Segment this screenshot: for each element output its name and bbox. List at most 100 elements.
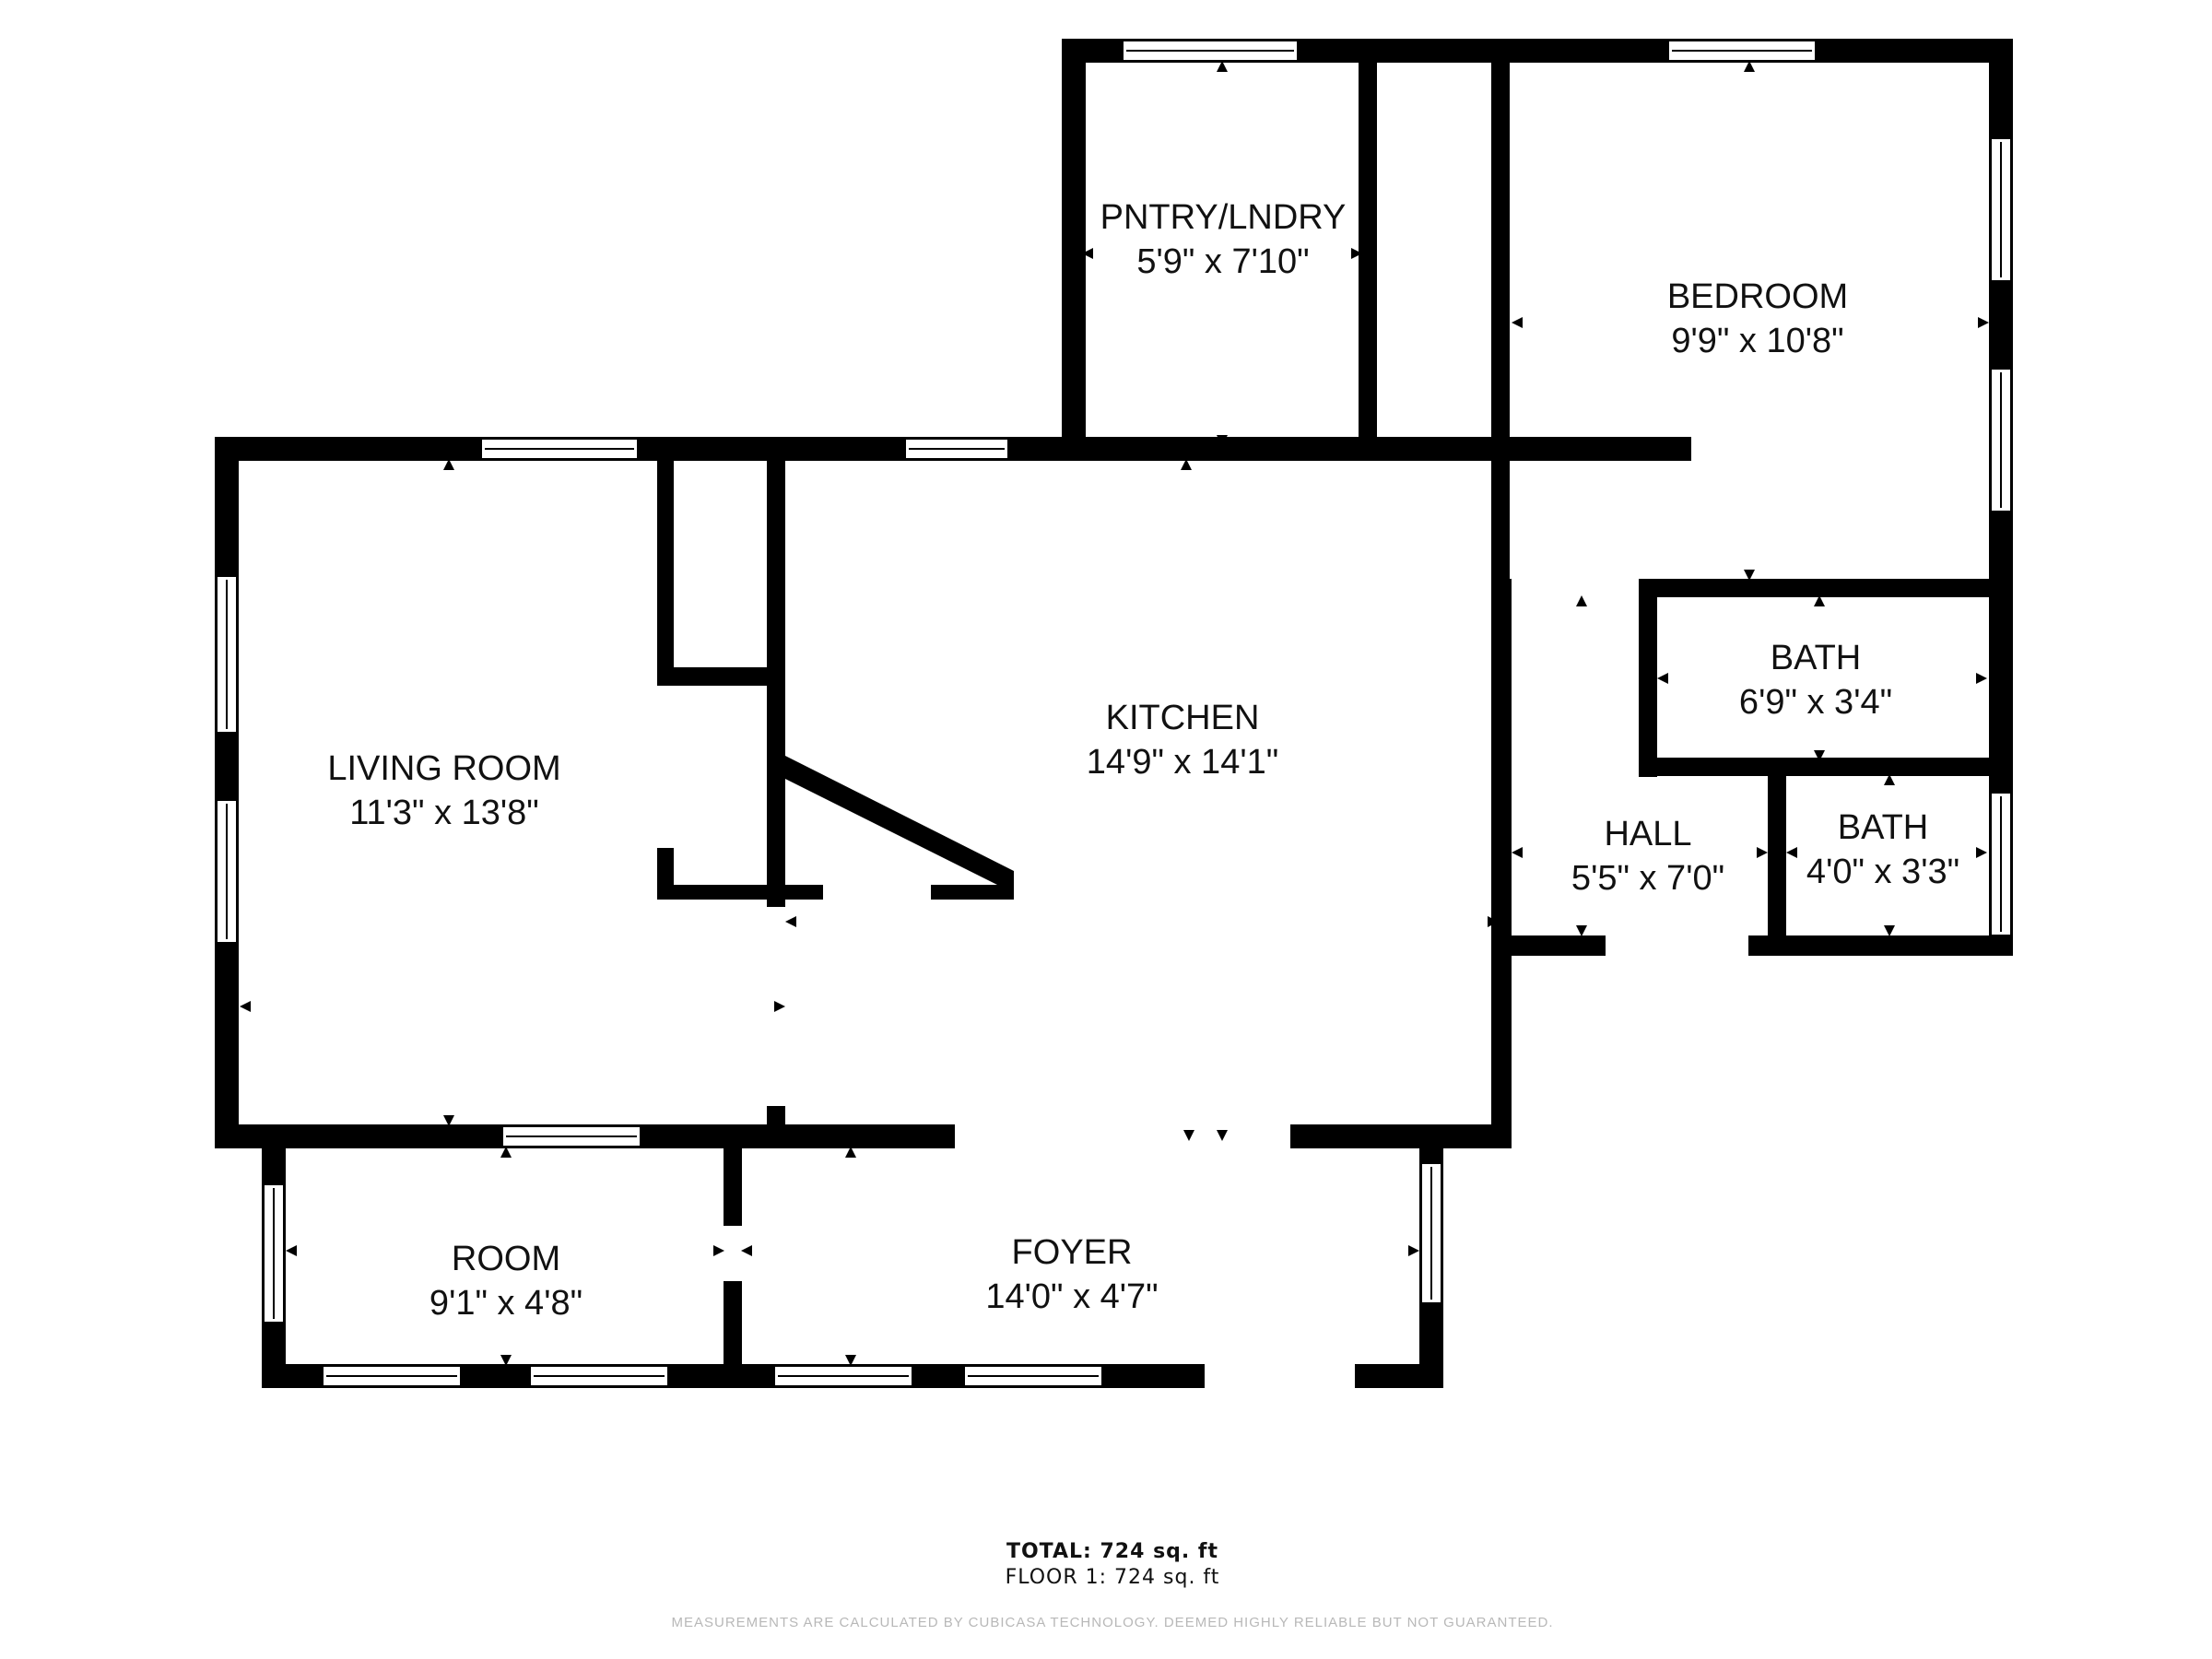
dimension-arrow-icon: [1408, 1245, 1419, 1256]
room-dimensions: 11'3" x 13'8": [349, 794, 539, 832]
wall-segment: [657, 667, 768, 686]
room-dimensions: 6'9" x 3'4": [1738, 683, 1893, 722]
total-area: TOTAL: 724 sq. ft: [1006, 1540, 1219, 1563]
disclaimer: MEASUREMENTS ARE CALCULATED BY CUBICASA …: [671, 1615, 1554, 1630]
counter-wall: [785, 756, 1014, 885]
wall-segment: [657, 437, 674, 669]
dimension-arrow-icon: [1884, 774, 1895, 785]
room-label-kitchen: KITCHEN 14'9" x 14'1": [1087, 696, 1278, 784]
wall-segment: [767, 1106, 785, 1124]
dimension-arrow-icon: [1976, 673, 1987, 684]
room-name: PNTRY/LNDRY: [1100, 198, 1347, 237]
room-name: BATH: [1837, 808, 1929, 847]
window-pane-line: [326, 1375, 457, 1377]
window-pane-line: [778, 1375, 909, 1377]
wall-segment: [1768, 758, 2013, 776]
window-pane-line: [1672, 50, 1812, 52]
dimension-arrow-icon: [774, 1001, 785, 1012]
dimension-arrow-icon: [1884, 925, 1895, 936]
dimension-arrow-icon: [1181, 459, 1192, 470]
dimension-arrow-icon: [1512, 847, 1523, 858]
room-name: HALL: [1604, 815, 1692, 853]
room-name: ROOM: [451, 1240, 561, 1278]
dimension-arrow-icon: [443, 459, 454, 470]
wall-segment: [657, 885, 823, 900]
dimension-arrow-icon: [286, 1245, 297, 1256]
window-pane-line: [534, 1375, 665, 1377]
room-label-room: ROOM 9'1" x 4'8": [429, 1237, 582, 1325]
window-pane-line: [968, 1375, 1099, 1377]
dimension-arrow-icon: [1576, 925, 1587, 936]
window-pane-line: [1126, 50, 1294, 52]
room-label-bath: BATH 6'9" x 3'4": [1739, 636, 1892, 724]
wall-segment: [1768, 758, 1786, 956]
window-pane-line: [2000, 796, 2002, 932]
dimension-arrow-icon: [1744, 570, 1755, 581]
dimension-arrow-icon: [845, 1147, 856, 1158]
wall-segment: [1639, 579, 2013, 597]
dimension-arrow-icon: [443, 1115, 454, 1126]
wall-segment: [931, 885, 1014, 900]
wall-segment: [215, 437, 239, 1148]
floor-area: FLOOR 1: 724 sq. ft: [1005, 1566, 1220, 1589]
window-pane-line: [506, 1135, 637, 1137]
room-label-bedroom: BEDROOM 9'9" x 10'8": [1667, 275, 1848, 363]
dimension-arrow-icon: [1976, 847, 1987, 858]
dimension-arrow-icon: [1488, 916, 1499, 927]
window-pane-line: [226, 580, 228, 729]
wall-segment: [724, 1281, 742, 1387]
room-label-pantry: PNTRY/LNDRY 5'9" x 7'10": [1100, 195, 1347, 284]
room-label-living-room: LIVING ROOM 11'3" x 13'8": [327, 747, 560, 835]
room-name: FOYER: [1011, 1233, 1133, 1272]
dimension-arrow-icon: [1814, 595, 1825, 606]
area-totals: TOTAL: 724 sq. ft FLOOR 1: 724 sq. ft: [1006, 1539, 1220, 1591]
wall-segment: [1748, 935, 2013, 956]
room-dimensions: 14'9" x 14'1": [1086, 743, 1279, 782]
wall-segment: [1491, 935, 1606, 956]
dimension-arrow-icon: [1082, 248, 1093, 259]
window-pane-line: [485, 448, 634, 450]
dimension-arrow-icon: [1351, 248, 1362, 259]
dimension-arrow-icon: [1183, 1130, 1194, 1141]
wall-segment: [1639, 758, 1768, 776]
dimension-arrow-icon: [785, 916, 796, 927]
wall-segment: [724, 1134, 742, 1226]
dimension-arrow-icon: [1786, 847, 1797, 858]
dimension-arrow-icon: [1657, 673, 1668, 684]
room-name: BATH: [1770, 639, 1862, 677]
dimension-arrow-icon: [713, 1245, 724, 1256]
window-pane-line: [1430, 1167, 1432, 1300]
dimension-markers: [240, 61, 1989, 1366]
wall-segment: [1491, 922, 1512, 1148]
dimension-arrow-icon: [1512, 317, 1523, 328]
wall-segment: [1290, 1124, 1443, 1147]
room-label-foyer: FOYER 14'0" x 4'7": [985, 1230, 1158, 1319]
room-dimensions: 14'0" x 4'7": [985, 1277, 1159, 1316]
window-pane-line: [909, 448, 1005, 450]
window-pane-line: [273, 1188, 275, 1319]
wall-segment: [767, 437, 785, 907]
window-pane-line: [226, 804, 228, 939]
wall-segment: [1062, 39, 1086, 453]
room-dimensions: 4'0" x 3'3": [1806, 853, 1960, 891]
room-name: LIVING ROOM: [327, 749, 561, 788]
room-label-bath-small: BATH 4'0" x 3'3": [1806, 806, 1959, 894]
dimension-arrow-icon: [1217, 1130, 1228, 1141]
windows: [216, 40, 2012, 1387]
dimension-arrow-icon: [1217, 61, 1228, 72]
wall-segment: [1491, 579, 1512, 935]
room-name: BEDROOM: [1666, 277, 1849, 316]
dimension-arrow-icon: [240, 1001, 251, 1012]
wall-segment: [1378, 437, 1510, 457]
room-dimensions: 9'9" x 10'8": [1671, 322, 1844, 360]
window-pane-line: [2000, 372, 2002, 508]
room-dimensions: 5'9" x 7'10": [1136, 242, 1310, 281]
room-label-hall: HALL 5'5" x 7'0": [1571, 812, 1724, 900]
room-name: KITCHEN: [1105, 699, 1260, 737]
dimension-arrow-icon: [1814, 750, 1825, 761]
room-dimensions: 5'5" x 7'0": [1571, 859, 1725, 898]
dimension-arrow-icon: [1757, 847, 1768, 858]
room-dimensions: 9'1" x 4'8": [429, 1284, 583, 1323]
wall-segment: [1359, 63, 1377, 453]
